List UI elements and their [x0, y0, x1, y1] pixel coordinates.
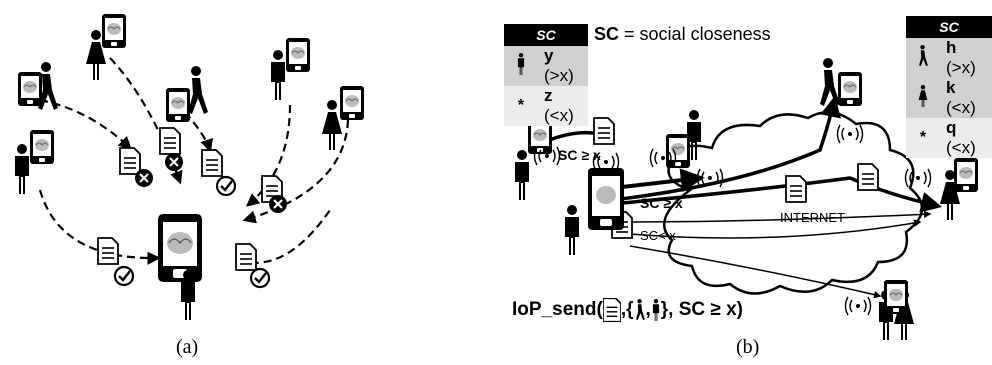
- phone-icon: [285, 37, 311, 73]
- cross-icon: [267, 193, 289, 215]
- document-icon: [857, 163, 879, 191]
- phone-icon: [17, 71, 43, 107]
- iop-send-end: }, SC ≥ x): [660, 299, 744, 320]
- table-row: h (>x): [906, 38, 992, 78]
- sc-legend: SC = social closeness: [594, 24, 771, 45]
- woman-icon: [322, 100, 342, 150]
- iop-send-sep: ,{: [620, 299, 634, 320]
- sc-legend-definition: = social closeness: [624, 24, 771, 44]
- cross-icon: [163, 151, 185, 173]
- man-icon: [15, 144, 29, 194]
- document-icon: [593, 117, 615, 145]
- table-row: k (<x): [906, 78, 992, 118]
- sc-table-right: SC h (>x) k (<x) * q (<x): [906, 16, 992, 158]
- cross-icon: [133, 167, 155, 189]
- table-header: SC: [906, 16, 992, 38]
- iop-send-function: IoP_send(: [512, 299, 603, 320]
- table-row: y (>x): [504, 46, 588, 86]
- check-icon: [113, 265, 135, 287]
- phone-icon: [29, 129, 55, 165]
- sc-ge-label-top: SC ≥ x: [558, 147, 601, 163]
- phone-icon: [339, 85, 365, 121]
- document-icon: [97, 237, 119, 265]
- asterisk-marker: *: [906, 118, 940, 158]
- walking-person-icon: [188, 66, 208, 114]
- table-row: * q (<x): [906, 118, 992, 158]
- central-phone: [158, 214, 202, 282]
- document-icon: [201, 149, 223, 177]
- table-row: * z (<x): [504, 86, 588, 126]
- woman-icon: [906, 78, 940, 118]
- document-icon: [235, 243, 257, 271]
- asterisk-marker: *: [504, 86, 538, 126]
- wifi-icon: [844, 296, 872, 316]
- table-cell: y (>x): [538, 46, 588, 86]
- document-icon: [119, 147, 141, 175]
- man-icon: [271, 50, 285, 100]
- walking-person-icon: [820, 58, 840, 106]
- phone-icon: [837, 71, 863, 107]
- panel-label-a: (a): [176, 336, 199, 358]
- document-icon: [785, 175, 807, 203]
- sc-lt-label: SC< x: [640, 228, 676, 243]
- iop-send-comma: ,: [645, 299, 651, 320]
- phone-icon: [101, 13, 127, 49]
- sender-phone: [588, 168, 624, 230]
- document-icon: [602, 298, 621, 322]
- document-icon: [159, 127, 181, 155]
- man-icon: [515, 150, 529, 200]
- panel-label-b: (b): [736, 336, 760, 358]
- table-cell: z (<x): [538, 86, 588, 126]
- sc-ge-label-mid: SC ≥ x: [640, 195, 683, 211]
- panel-b-diagram: [515, 58, 979, 340]
- check-icon: [215, 175, 237, 197]
- iop-send-call: IoP_send( ,{ , }, SC ≥ x): [512, 298, 743, 322]
- phone-icon: [883, 279, 909, 315]
- panel-a-diagram: [15, 13, 365, 320]
- table-cell: q (<x): [940, 118, 992, 158]
- internet-label: INTERNET: [780, 210, 845, 225]
- table-cell: k (<x): [940, 78, 992, 118]
- man-icon: [504, 46, 538, 86]
- sc-legend-abbrev: SC: [594, 24, 620, 44]
- man-icon: [652, 299, 659, 321]
- walking-person-icon: [635, 299, 645, 321]
- walking-person-icon: [906, 38, 940, 78]
- phone-icon: [165, 87, 191, 123]
- phone-icon: [953, 157, 979, 193]
- check-icon: [249, 267, 271, 289]
- man-icon: [565, 205, 579, 255]
- table-cell: h (>x): [940, 38, 992, 78]
- sc-table-left: SC y (>x) * z (<x): [504, 24, 588, 126]
- table-header: SC: [504, 24, 588, 46]
